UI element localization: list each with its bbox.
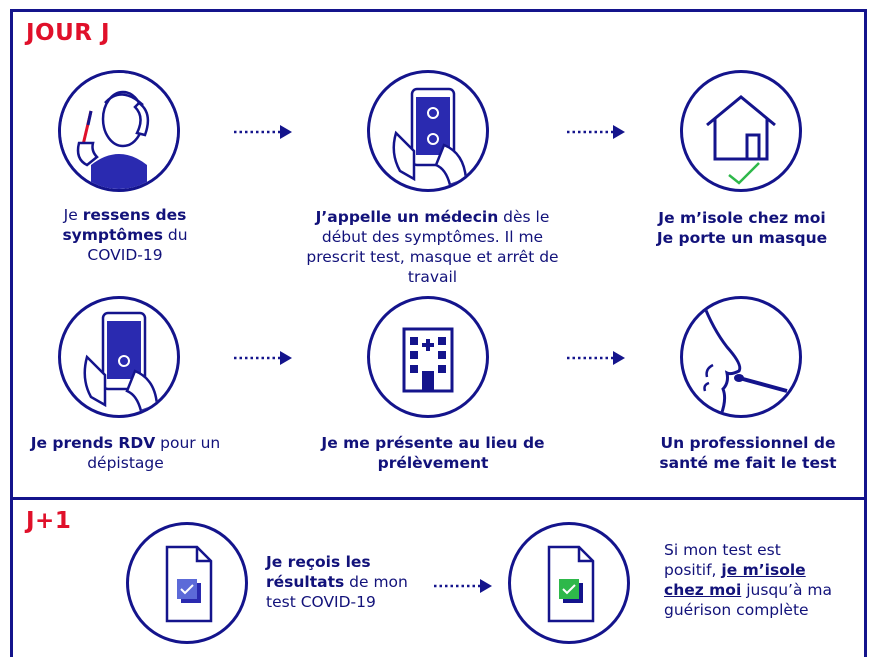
phone-doctor-icon xyxy=(392,87,468,187)
infographic-frame xyxy=(10,9,867,657)
caption-step-1: Je ressens des symptômes du COVID-19 xyxy=(62,206,188,264)
circle-step-5 xyxy=(367,296,489,418)
section-title-jour-j: JOUR J xyxy=(26,20,111,46)
circle-step-2 xyxy=(367,70,489,192)
arrow-5-to-6 xyxy=(565,350,627,370)
arrow-4-to-5 xyxy=(232,350,294,370)
circle-step-6 xyxy=(680,296,802,418)
section-divider xyxy=(10,497,867,500)
building-icon xyxy=(402,327,454,393)
caption-step-4: Je prends RDV pour un dépistage xyxy=(30,434,221,472)
house-check-icon xyxy=(706,95,776,185)
circle-step-7 xyxy=(126,522,248,644)
phone-call-icon xyxy=(83,311,159,413)
document-check-green-icon xyxy=(547,545,595,623)
arrow-2-to-3 xyxy=(565,124,627,144)
circle-step-3 xyxy=(680,70,802,192)
caption-step-2: J’appelle un médecin dès le début des sy… xyxy=(306,208,559,286)
section-title-j-plus-1: J+1 xyxy=(26,508,72,534)
circle-step-8 xyxy=(508,522,630,644)
arrow-7-to-8 xyxy=(432,578,494,598)
circle-step-4 xyxy=(58,296,180,418)
arrow-1-to-2 xyxy=(232,124,294,144)
nose-swab-icon xyxy=(701,302,788,415)
caption-step-8: Si mon test est positif, je m’isole chez… xyxy=(664,541,833,619)
person-with-thermometer-icon xyxy=(61,73,177,189)
caption-step-7: Je reçois les résultats de mon test COVI… xyxy=(266,553,408,611)
circle-step-1 xyxy=(58,70,180,192)
document-check-blue-icon xyxy=(165,545,213,623)
